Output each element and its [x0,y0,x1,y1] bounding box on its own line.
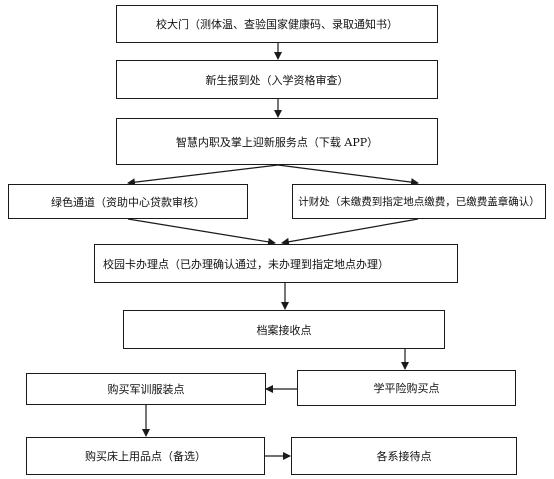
node-finance: 计财处（未缴费到指定地点缴费，已缴费盖章确认） [292,184,546,219]
node-gate: 校大门（测体温、查验国家健康码、录取通知书） [116,5,438,43]
node-bedding: 购买床上用品点（备选） [26,437,265,475]
node-registration: 新生报到处（入学资格审查） [116,60,438,99]
node-smart-service: 智慧内职及掌上迎新服务点（下载 APP） [116,118,438,165]
node-campus-card-label: 校园卡办理点（已办理确认通过，未办理到指定地点办理） [103,257,389,271]
node-archives: 档案接收点 [123,310,445,349]
node-registration-label: 新生报到处（入学资格审查） [205,73,349,87]
arrow-green-channel-to-campus-card [127,218,276,246]
node-gate-label: 校大门（测体温、查验国家健康码、录取通知书） [156,18,398,31]
node-department-reception-label: 各系接待点 [376,450,432,463]
node-green-channel: 绿色通道（资助中心贷款审核） [8,184,248,219]
node-insurance: 学平险购买点 [297,370,516,406]
node-bedding-label: 购买床上用品点（备选） [85,450,206,463]
node-military-uniform: 购买军训服装点 [26,373,266,405]
arrow-finance-to-campus-card [281,218,419,246]
node-military-uniform-label: 购买军训服装点 [107,383,185,396]
node-insurance-label: 学平险购买点 [373,382,440,395]
arrow-smart-service-to-finance [277,164,419,187]
node-department-reception: 各系接待点 [291,437,517,475]
node-archives-label: 档案接收点 [256,323,312,337]
arrow-smart-service-to-green-channel [127,164,279,187]
node-finance-label: 计财处（未缴费到指定地点缴费，已缴费盖章确认） [298,196,540,208]
node-green-channel-label: 绿色通道（资助中心贷款审核） [51,195,205,209]
node-campus-card: 校园卡办理点（已办理确认通过，未办理到指定地点办理） [94,244,458,283]
node-smart-service-label: 智慧内职及掌上迎新服务点（下载 APP） [175,135,379,149]
